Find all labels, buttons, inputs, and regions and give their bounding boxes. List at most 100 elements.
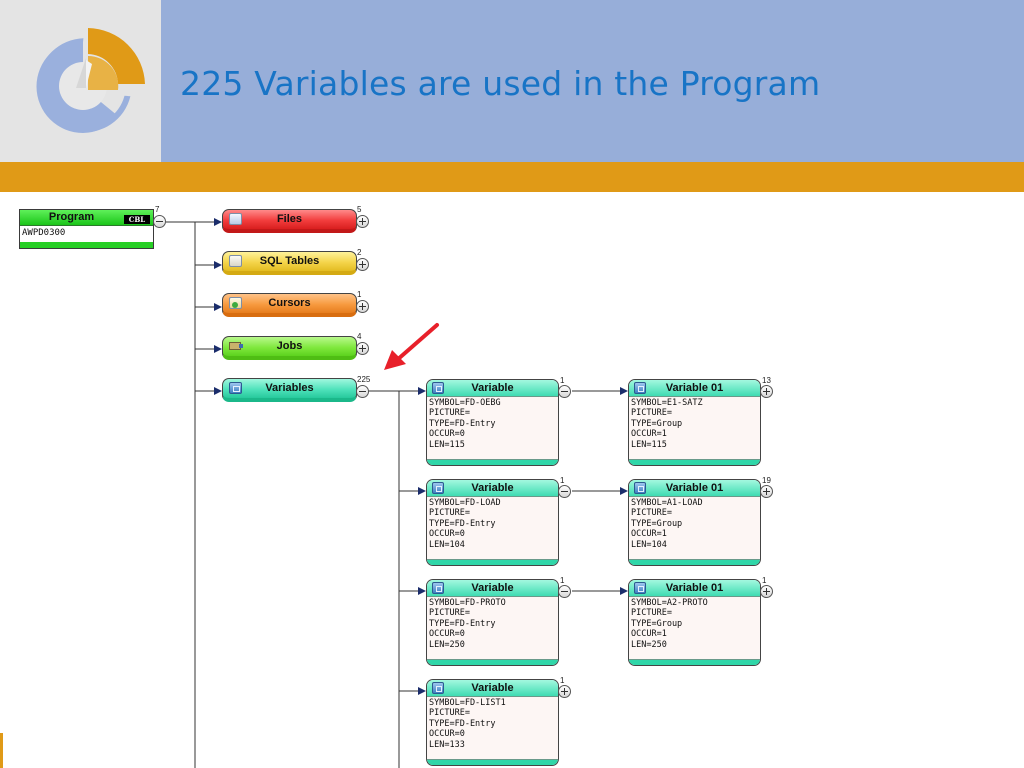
variable-type: TYPE=FD-Entry [429, 518, 496, 529]
variable-len: LEN=115 [429, 439, 465, 450]
variable-node-header: Variable 01 [629, 580, 760, 597]
variable-icon [432, 382, 444, 394]
variable-type: TYPE=FD-Entry [429, 618, 496, 629]
variable-node-footer [427, 459, 558, 465]
expand-toggle-icon[interactable] [760, 585, 773, 598]
collapse-toggle-icon[interactable] [356, 385, 369, 398]
variable-len: LEN=133 [429, 739, 465, 750]
variable-node-label: Variable [471, 682, 514, 694]
program-node[interactable]: Program CBL AWPD0300 [19, 209, 154, 249]
variable-type: TYPE=Group [631, 418, 683, 429]
variable-01-node[interactable]: Variable 01 SYMBOL=A1-LOAD PICTURE= TYPE… [628, 479, 761, 566]
variable-01-node[interactable]: Variable 01 SYMBOL=A2-PROTO PICTURE= TYP… [628, 579, 761, 666]
variable-node-label: Variable 01 [665, 382, 724, 394]
variable-icon [634, 482, 646, 494]
variable-child-count: 1 [560, 476, 565, 485]
variables-node[interactable]: Variables [222, 378, 357, 402]
variable-symbol: SYMBOL=A2-PROTO [631, 598, 708, 608]
variables-node-label: Variables [265, 382, 314, 394]
variable-child-count: 1 [560, 576, 565, 585]
sql-tables-node-label: SQL Tables [259, 255, 320, 267]
expand-toggle-icon[interactable] [760, 385, 773, 398]
variable-properties: SYMBOL=FD-OEBG PICTURE= TYPE=FD-Entry OC… [427, 397, 558, 450]
program-node-footer [20, 242, 153, 248]
variable-symbol: SYMBOL=FD-PROTO [429, 598, 506, 608]
variable-icon [432, 682, 444, 694]
jobs-count: 4 [357, 332, 362, 341]
sql-tables-count: 2 [357, 248, 362, 257]
files-node[interactable]: Files [222, 209, 357, 233]
company-logo-icon [36, 28, 145, 133]
variable-node[interactable]: Variable SYMBOL=FD-LOAD PICTURE= TYPE=FD… [426, 479, 559, 566]
variable-icon [432, 482, 444, 494]
variable-node-header: Variable [427, 380, 558, 397]
variable-properties: SYMBOL=FD-LOAD PICTURE= TYPE=FD-Entry OC… [427, 497, 558, 550]
variable-node-header: Variable [427, 580, 558, 597]
floppy-disk-icon [229, 213, 242, 225]
variable-node-header: Variable 01 [629, 480, 760, 497]
connector-lines [166, 218, 628, 768]
variable-symbol: SYMBOL=A1-LOAD [631, 498, 703, 508]
collapse-toggle-icon[interactable] [558, 585, 571, 598]
variable-node-footer [427, 659, 558, 665]
variable-occur: OCCUR=1 [631, 629, 667, 640]
variable-type: TYPE=Group [631, 518, 683, 529]
variable-occur: OCCUR=1 [631, 429, 667, 440]
files-node-label: Files [276, 213, 303, 225]
variable-node-label: Variable [471, 382, 514, 394]
variable-01-node[interactable]: Variable 01 SYMBOL=E1-SATZ PICTURE= TYPE… [628, 379, 761, 466]
collapse-toggle-icon[interactable] [558, 485, 571, 498]
title-panel: 225 Variables are used in the Program [161, 0, 1024, 162]
expand-toggle-icon[interactable] [356, 300, 369, 313]
variable-occur: OCCUR=1 [631, 529, 667, 540]
variable-node-footer [427, 559, 558, 565]
expand-toggle-icon[interactable] [558, 685, 571, 698]
variables-count: 225 [357, 375, 371, 384]
variable-picture: PICTURE= [631, 508, 672, 519]
program-child-count: 7 [155, 205, 160, 214]
expand-toggle-icon[interactable] [356, 342, 369, 355]
variable-node[interactable]: Variable SYMBOL=FD-PROTO PICTURE= TYPE=F… [426, 579, 559, 666]
variable-icon [229, 382, 242, 394]
files-count: 5 [357, 205, 362, 214]
cursors-count: 1 [357, 290, 362, 299]
variable-occur: OCCUR=0 [429, 429, 465, 440]
logo-panel [0, 0, 161, 162]
expand-toggle-icon[interactable] [356, 215, 369, 228]
cobol-badge: CBL [124, 215, 150, 224]
variable-picture: PICTURE= [429, 608, 470, 619]
variable-len: LEN=250 [429, 639, 465, 650]
variable-node-header: Variable 01 [629, 380, 760, 397]
variable-child-count: 19 [762, 476, 771, 485]
program-node-label: Program [48, 211, 95, 223]
expand-toggle-icon[interactable] [356, 258, 369, 271]
variable-picture: PICTURE= [631, 408, 672, 419]
variable-occur: OCCUR=0 [429, 529, 465, 540]
variable-len: LEN=115 [631, 439, 667, 450]
variable-node[interactable]: Variable SYMBOL=FD-OEBG PICTURE= TYPE=FD… [426, 379, 559, 466]
variable-properties: SYMBOL=A2-PROTO PICTURE= TYPE=Group OCCU… [629, 597, 760, 650]
sql-tables-node[interactable]: SQL Tables [222, 251, 357, 275]
variable-node-footer [629, 559, 760, 565]
collapse-toggle-icon[interactable] [153, 215, 166, 228]
variable-picture: PICTURE= [429, 708, 470, 719]
variable-type: TYPE=FD-Entry [429, 718, 496, 729]
variable-child-count: 1 [560, 676, 565, 685]
variable-type: TYPE=FD-Entry [429, 418, 496, 429]
variable-node-label: Variable [471, 482, 514, 494]
variable-picture: PICTURE= [429, 408, 470, 419]
variable-node-label: Variable [471, 582, 514, 594]
cursors-node[interactable]: Cursors [222, 293, 357, 317]
variable-symbol: SYMBOL=FD-OEBG [429, 398, 501, 408]
annotation-arrow-icon [384, 323, 439, 370]
expand-toggle-icon[interactable] [760, 485, 773, 498]
variable-properties: SYMBOL=E1-SATZ PICTURE= TYPE=Group OCCUR… [629, 397, 760, 450]
collapse-toggle-icon[interactable] [558, 385, 571, 398]
variable-node[interactable]: Variable SYMBOL=FD-LIST1 PICTURE= TYPE=F… [426, 679, 559, 766]
variable-node-label: Variable 01 [665, 482, 724, 494]
variable-occur: OCCUR=0 [429, 729, 465, 740]
jobs-node[interactable]: Jobs [222, 336, 357, 360]
variable-picture: PICTURE= [631, 608, 672, 619]
variable-symbol: SYMBOL=E1-SATZ [631, 398, 703, 408]
variable-symbol: SYMBOL=FD-LOAD [429, 498, 501, 508]
